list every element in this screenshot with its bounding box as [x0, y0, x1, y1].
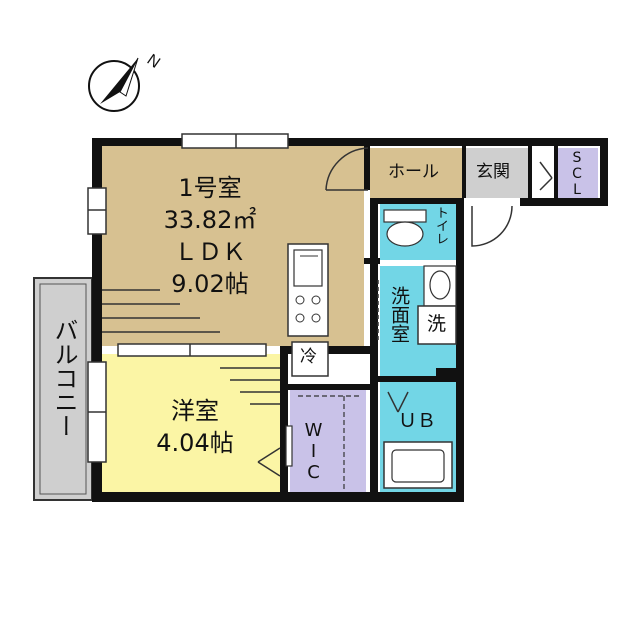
- compass-icon: [88, 57, 140, 112]
- toilet-label: トイレ: [433, 206, 448, 245]
- wic-label: WIC: [303, 420, 324, 483]
- wic-room: [290, 390, 366, 492]
- windows: [87, 133, 289, 463]
- western-type: 洋室: [171, 397, 219, 425]
- washbasin: [423, 265, 457, 307]
- scl-label: SCL: [569, 150, 585, 198]
- washroom-label: 洗面室: [388, 286, 410, 343]
- storage-lines: [102, 289, 280, 405]
- north-label: N: [144, 51, 163, 72]
- doors: [257, 147, 553, 477]
- western-room: [102, 354, 280, 492]
- kitchen-counter: [287, 243, 329, 337]
- ldk-type: ＬＤＫ: [174, 238, 246, 266]
- hall-area: [370, 148, 462, 198]
- toilet-fixture: [383, 209, 427, 247]
- entrance-label: 玄関: [476, 162, 510, 182]
- ldk-label: 1号室 33.82㎡ ＬＤＫ 9.02帖: [150, 172, 270, 300]
- fridge-space: [291, 341, 329, 377]
- bathtub: [383, 441, 453, 489]
- western-size: 4.04帖: [156, 429, 234, 457]
- ldk-size: 9.02帖: [171, 270, 249, 298]
- fridge-label: 冷: [300, 347, 317, 367]
- ub-label: ＵＢ: [398, 410, 437, 432]
- ldk-room-number: 1号室: [178, 174, 242, 202]
- balcony-label: バルコニー: [50, 318, 78, 438]
- ldk-area: 33.82㎡: [163, 206, 257, 234]
- entrance-area: [466, 148, 528, 198]
- western-label: 洋室 4.04帖: [140, 395, 250, 459]
- scl-area: [558, 148, 598, 198]
- washer-space: [417, 305, 457, 345]
- wic-fittings: [285, 395, 360, 490]
- washer-label: 洗: [427, 313, 447, 335]
- hall-label: ホール: [388, 162, 439, 182]
- balcony: [33, 277, 93, 501]
